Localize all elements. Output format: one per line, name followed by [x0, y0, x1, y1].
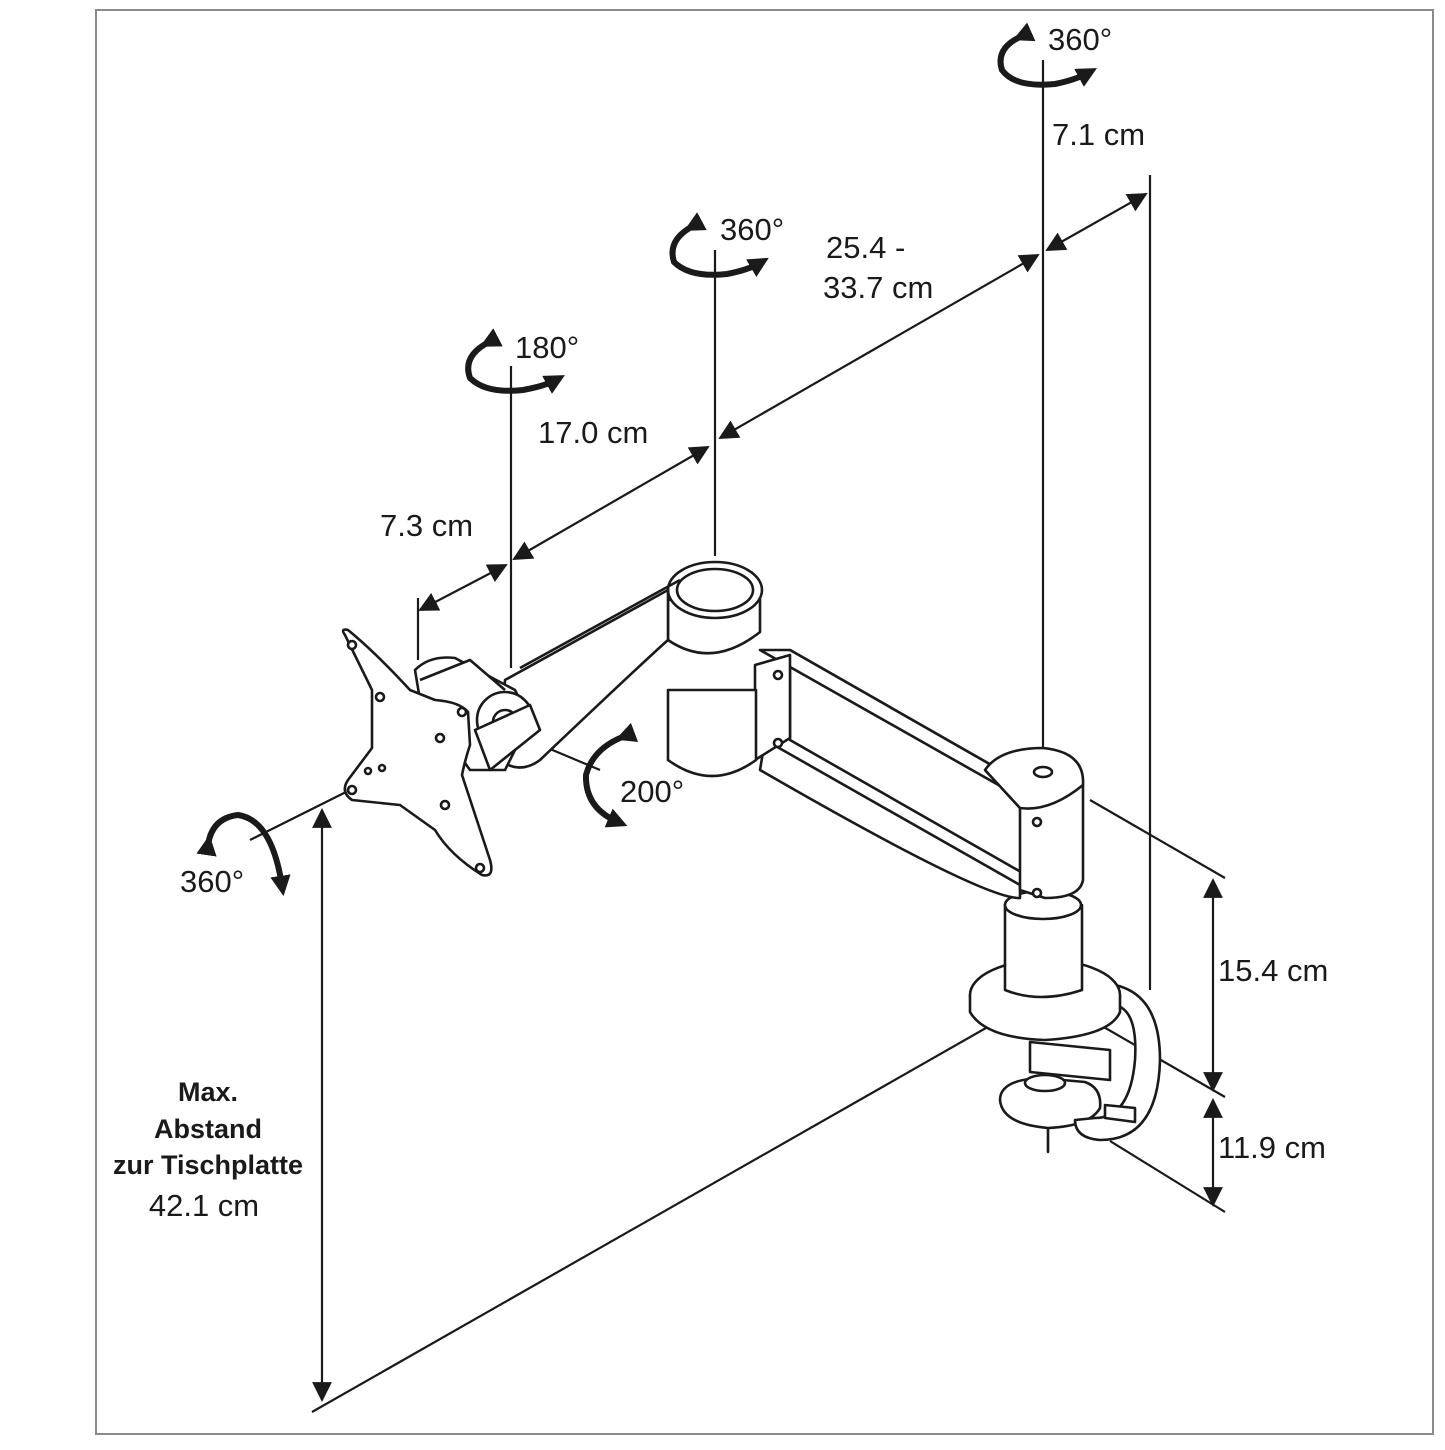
rotation-label-plate: 360° — [180, 864, 244, 899]
desk-edge-line — [311, 1019, 1001, 1413]
desk-distance-line1: Max. — [178, 1077, 238, 1107]
rotation-arrow-icon — [997, 22, 1097, 88]
dimension-arrow-icon — [718, 254, 1040, 439]
rotation-arrow-icon — [465, 328, 565, 394]
rotation-label-tilt: 200° — [620, 774, 684, 809]
dimension-arrow-icon — [1045, 193, 1148, 251]
dimension-label-rear-arm-2: 33.7 cm — [823, 270, 933, 305]
desk-distance-value: 42.1 cm — [149, 1188, 259, 1223]
tilt-head — [413, 656, 542, 772]
extension-line — [1109, 1140, 1226, 1213]
rotation-label-middle: 360° — [720, 212, 784, 247]
middle-joint — [666, 560, 764, 778]
dimension-arrow-icon — [418, 564, 508, 611]
rotation-arrow-icon — [582, 722, 639, 828]
dimension-arrow-icon — [512, 446, 710, 560]
dimension-label-base-offset: 7.1 cm — [1052, 117, 1145, 152]
rotation-arrow-icon — [196, 811, 291, 897]
dimension-label-post-height: 15.4 cm — [1218, 953, 1328, 988]
base-head — [983, 746, 1085, 900]
rotation-arrow-icon — [669, 212, 769, 278]
monitor-arm — [341, 560, 1162, 1154]
dimension-label-front-arm: 17.0 cm — [538, 415, 648, 450]
front-arm — [498, 578, 681, 769]
rotation-label-head: 180° — [515, 330, 579, 365]
rotation-label-base: 360° — [1048, 22, 1112, 57]
diagram-frame — [95, 9, 1434, 1435]
vesa-plate — [341, 628, 493, 877]
base-column — [1003, 889, 1084, 999]
desk-distance-line2: Abstand — [154, 1114, 262, 1144]
dimension-label-head-offset: 7.3 cm — [380, 508, 473, 543]
dimension-label-rear-arm-1: 25.4 - — [826, 230, 905, 265]
desk-distance-line3: zur Tischplatte — [113, 1150, 303, 1180]
dimension-label-clamp-height: 11.9 cm — [1218, 1130, 1326, 1165]
rear-arm — [753, 648, 1037, 900]
extension-line — [1089, 799, 1226, 879]
